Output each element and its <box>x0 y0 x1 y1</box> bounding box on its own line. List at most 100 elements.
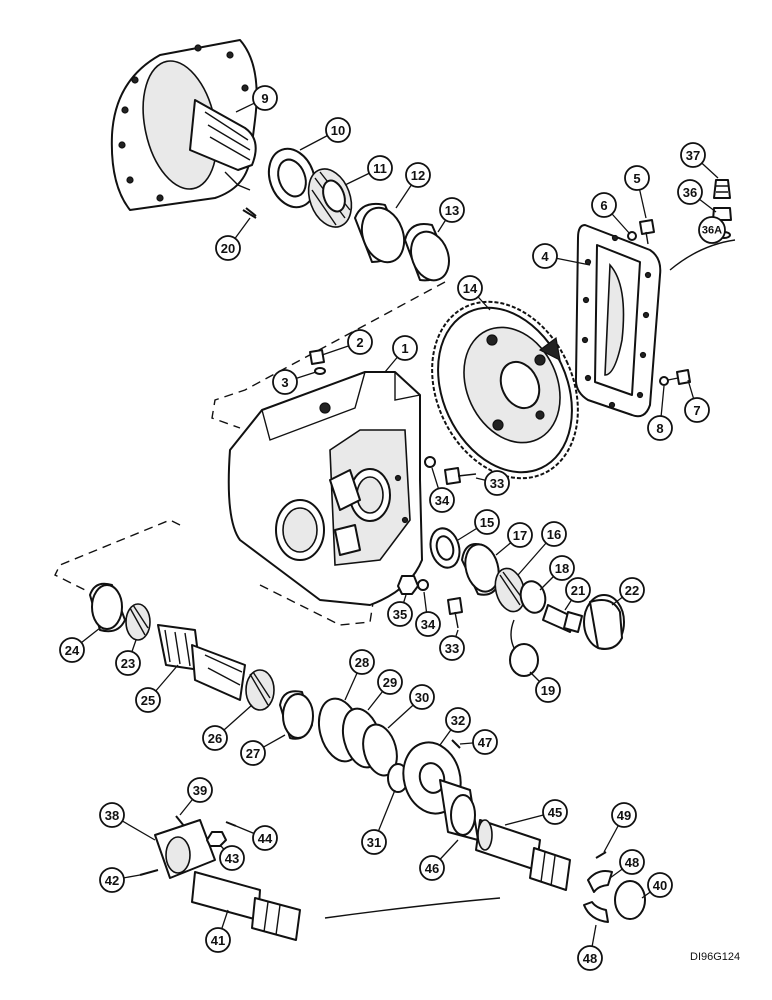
callout-label-39: 39 <box>193 783 207 798</box>
callout-label-19: 19 <box>541 683 555 698</box>
callout-label-33: 33 <box>445 641 459 656</box>
callout-label-21: 21 <box>571 583 585 598</box>
callout-circle-49 <box>611 802 637 828</box>
callout-label-3: 3 <box>281 375 288 390</box>
callout-33: 33 <box>439 635 465 661</box>
part-9-drive-flange <box>110 39 258 217</box>
part-46-coupling <box>439 779 479 841</box>
part-1-housing <box>227 371 423 606</box>
callout-21: 21 <box>565 577 591 603</box>
part-23-roller-bearing <box>125 603 151 641</box>
callout-25: 25 <box>135 687 161 713</box>
callout-circle-25 <box>135 687 161 713</box>
part-7-bolt <box>667 369 691 385</box>
part-22-cap <box>583 594 625 650</box>
callout-circle-28 <box>349 649 375 675</box>
callout-label-46: 46 <box>425 861 439 876</box>
callout-label-44: 44 <box>258 831 273 846</box>
part-21-bolt <box>542 604 583 633</box>
callout-47: 47 <box>472 729 498 755</box>
callout-label-7: 7 <box>693 403 700 418</box>
figure-code: DI96G124 <box>690 951 740 963</box>
callout-label-29: 29 <box>383 675 397 690</box>
callout-label-34: 34 <box>421 617 436 632</box>
callout-49: 49 <box>611 802 637 828</box>
callout-label-41: 41 <box>211 933 225 948</box>
callout-13: 13 <box>439 197 465 223</box>
callout-32: 32 <box>445 707 471 733</box>
part-34-washer-lower <box>417 579 429 591</box>
callout-circle-45 <box>542 799 568 825</box>
part-33-bolt-upper <box>444 467 477 485</box>
callout-circle-7 <box>684 397 710 423</box>
callout-5: 5 <box>624 165 650 191</box>
assembly-path-upper <box>211 281 446 429</box>
callout-43: 43 <box>219 845 245 871</box>
callout-label-42: 42 <box>105 873 119 888</box>
callout-circle-46 <box>419 855 445 881</box>
part-47-pin <box>451 739 461 749</box>
callout-circle-5 <box>624 165 650 191</box>
callout-label-48: 48 <box>625 855 639 870</box>
part-39-pin <box>175 815 185 827</box>
callout-circle-22 <box>619 577 645 603</box>
callout-circle-24 <box>59 637 85 663</box>
callout-circle-29 <box>377 669 403 695</box>
callout-label-14: 14 <box>463 281 478 296</box>
callout-16: 16 <box>541 521 567 547</box>
callout-label-10: 10 <box>331 123 345 138</box>
part-45-splined-shaft <box>475 819 571 891</box>
callout-label-24: 24 <box>65 643 80 658</box>
callout-36: 36 <box>677 179 703 205</box>
callout-41: 41 <box>205 927 231 953</box>
callout-circle-16 <box>541 521 567 547</box>
callout-label-36a: 36A <box>702 225 722 237</box>
callout-20: 20 <box>215 235 241 261</box>
callout-37: 37 <box>680 142 706 168</box>
callout-26: 26 <box>202 725 228 751</box>
callout-label-49: 49 <box>617 808 631 823</box>
callout-label-25: 25 <box>141 693 155 708</box>
callout-circle-26 <box>202 725 228 751</box>
callout-circle-20 <box>215 235 241 261</box>
callout-label-11: 11 <box>373 161 387 176</box>
callout-label-28: 28 <box>355 655 369 670</box>
callout-19: 19 <box>535 677 561 703</box>
callout-circle-14 <box>457 275 483 301</box>
callout-4: 4 <box>532 243 558 269</box>
callout-circle-11 <box>367 155 393 181</box>
part-18-washer <box>519 580 547 614</box>
callout-6: 6 <box>591 192 617 218</box>
part-40-snap-ring <box>614 880 646 920</box>
part-48-half-ring-lower <box>583 901 609 923</box>
callout-label-12: 12 <box>411 168 425 183</box>
callout-label-27: 27 <box>246 746 260 761</box>
callout-7: 7 <box>684 397 710 423</box>
callout-circle-27 <box>240 740 266 766</box>
part-27-bearing-cup <box>279 690 314 740</box>
callout-14: 14 <box>457 275 483 301</box>
callout-circle-12 <box>405 162 431 188</box>
callout-label-38: 38 <box>105 808 119 823</box>
part-10-seal <box>267 147 317 209</box>
callout-label-32: 32 <box>451 713 465 728</box>
callout-label-30: 30 <box>415 690 429 705</box>
callout-circle-23 <box>115 650 141 676</box>
part-37-breather <box>713 179 731 199</box>
callout-circle-4 <box>532 243 558 269</box>
callout-42: 42 <box>99 867 125 893</box>
callout-label-45: 45 <box>548 805 562 820</box>
callout-label-16: 16 <box>547 527 561 542</box>
callout-circle-36a <box>698 216 726 244</box>
part-36-fitting <box>712 207 732 221</box>
callout-label-23: 23 <box>121 656 135 671</box>
callout-label-18: 18 <box>555 561 569 576</box>
part-19-leader-arc <box>510 619 515 649</box>
callout-circle-17 <box>507 522 533 548</box>
callout-18: 18 <box>549 555 575 581</box>
callout-circle-37 <box>680 142 706 168</box>
part-38-coupler <box>154 819 216 879</box>
callout-circle-21 <box>565 577 591 603</box>
callout-34: 34 <box>415 611 441 637</box>
